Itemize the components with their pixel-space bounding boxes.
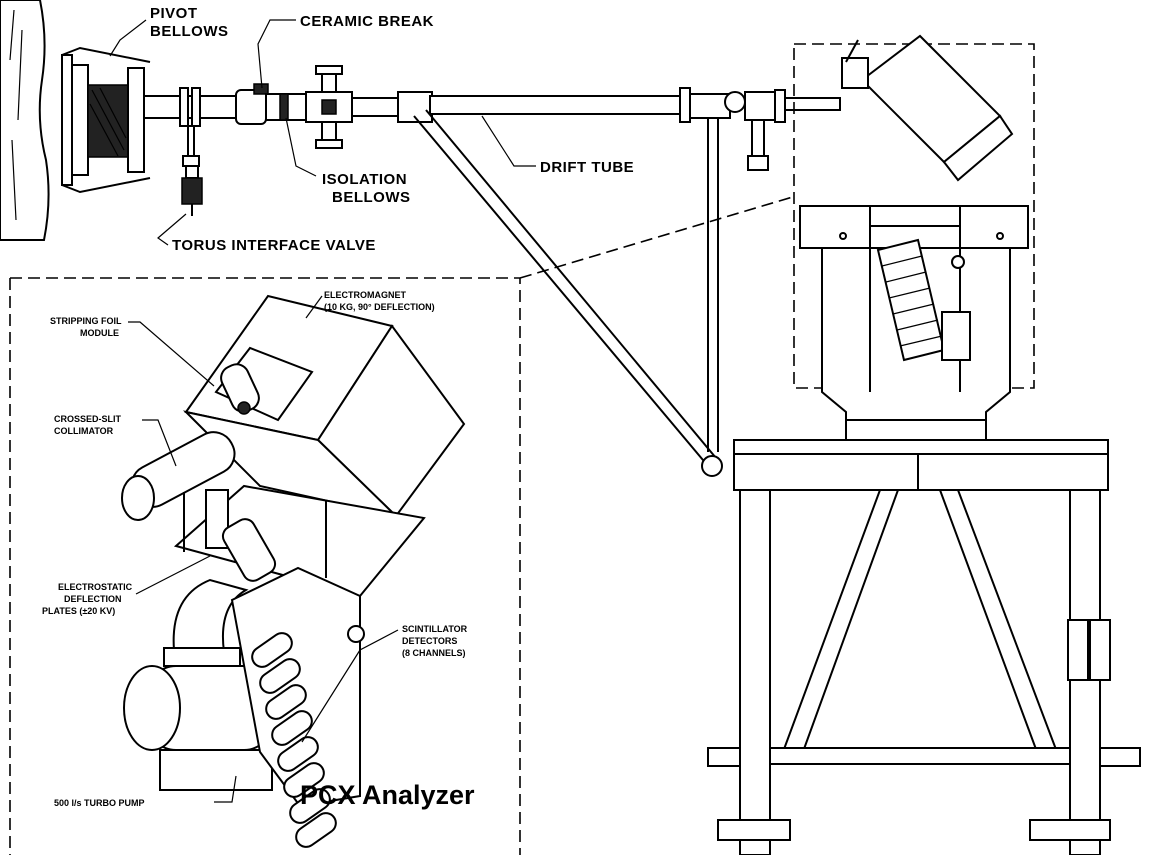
label-isolation-bellows: BELLOWS — [332, 189, 411, 206]
analyzer-detail — [793, 34, 1035, 440]
beam-line-left — [143, 65, 433, 216]
label-turbo-pump: 500 l/s TURBO PUMP — [54, 798, 145, 808]
label-detectors: DETECTORS — [402, 636, 457, 646]
support-stand — [707, 439, 1141, 855]
drift-tube — [413, 87, 841, 477]
label-plates: PLATES (±20 KV) — [42, 606, 115, 616]
label-electrostatic: ELECTROSTATIC — [58, 582, 133, 592]
label-drift-tube: DRIFT TUBE — [540, 159, 634, 176]
label-crossed-slit: CROSSED-SLIT — [54, 414, 122, 424]
label-stripping-foil-module: MODULE — [80, 328, 119, 338]
label-isolation: ISOLATION — [322, 171, 407, 188]
label-bellows: BELLOWS — [150, 23, 229, 40]
inset-analyzer — [121, 294, 466, 848]
scintillator-tubes — [251, 632, 337, 848]
label-scintillator: SCINTILLATOR — [402, 624, 468, 634]
label-ceramic-break: CERAMIC BREAK — [300, 13, 434, 30]
leader-lines — [109, 19, 536, 803]
label-pivot: PIVOT — [150, 5, 198, 22]
label-collimator: COLLIMATOR — [54, 426, 114, 436]
labels: PIVOT BELLOWS CERAMIC BREAK ISOLATION BE… — [42, 5, 634, 810]
label-deflection: DEFLECTION — [64, 594, 122, 604]
torus-wall — [0, 0, 50, 241]
pivot-bellows — [61, 46, 151, 194]
label-channels: (8 CHANNELS) — [402, 648, 466, 658]
label-electromagnet: ELECTROMAGNET — [324, 290, 407, 300]
inset-title: PCX Analyzer — [300, 780, 475, 810]
label-electromagnet-spec: (10 KG, 90° DEFLECTION) — [324, 302, 435, 312]
inset-connector — [10, 195, 797, 855]
label-torus-interface-valve: TORUS INTERFACE VALVE — [172, 237, 376, 254]
label-stripping-foil: STRIPPING FOIL — [50, 316, 122, 326]
